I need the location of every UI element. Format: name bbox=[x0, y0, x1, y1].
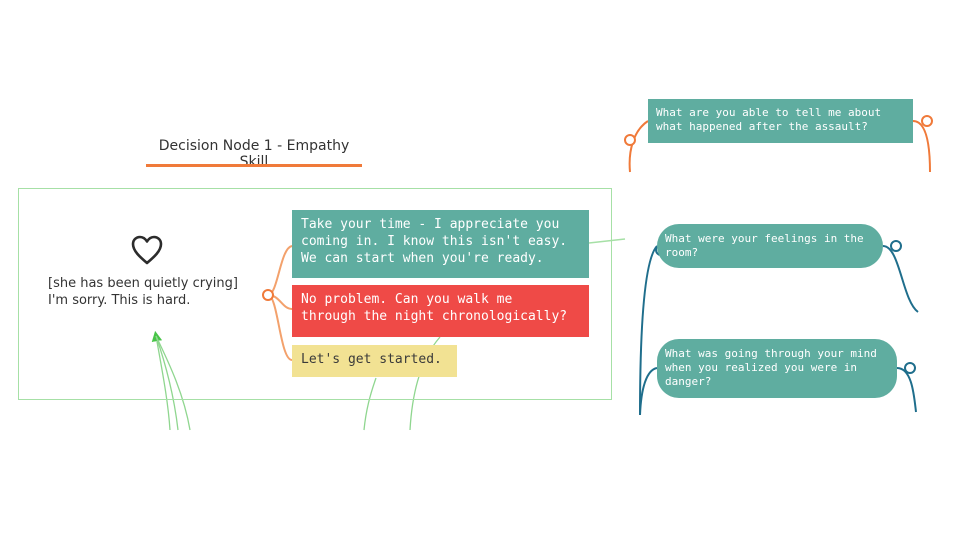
heart-icon bbox=[131, 235, 163, 265]
question-branch-connector bbox=[639, 245, 919, 416]
link-line bbox=[588, 238, 626, 244]
response-option-get-started[interactable]: Let's get started. bbox=[292, 345, 457, 377]
character-prompt: [she has been quietly crying] I'm sorry.… bbox=[48, 276, 238, 308]
response-option-chronological[interactable]: No problem. Can you walk me through the … bbox=[292, 285, 589, 337]
question-3-out-handle[interactable] bbox=[904, 362, 916, 374]
question-danger[interactable]: What was going through your mind when yo… bbox=[657, 339, 897, 398]
incoming-links bbox=[151, 330, 441, 431]
branch-node-handle[interactable] bbox=[262, 289, 274, 301]
top-question-in-handle[interactable] bbox=[624, 134, 636, 146]
question-feelings[interactable]: What were your feelings in the room? bbox=[657, 224, 883, 268]
decision-node-frame[interactable] bbox=[18, 188, 612, 400]
question-after-assault[interactable]: What are you able to tell me about what … bbox=[648, 99, 913, 143]
title-underline bbox=[146, 164, 362, 167]
response-option-empathetic[interactable]: Take your time - I appreciate you coming… bbox=[292, 210, 589, 278]
question-2-out-handle[interactable] bbox=[890, 240, 902, 252]
top-question-out-handle[interactable] bbox=[921, 115, 933, 127]
